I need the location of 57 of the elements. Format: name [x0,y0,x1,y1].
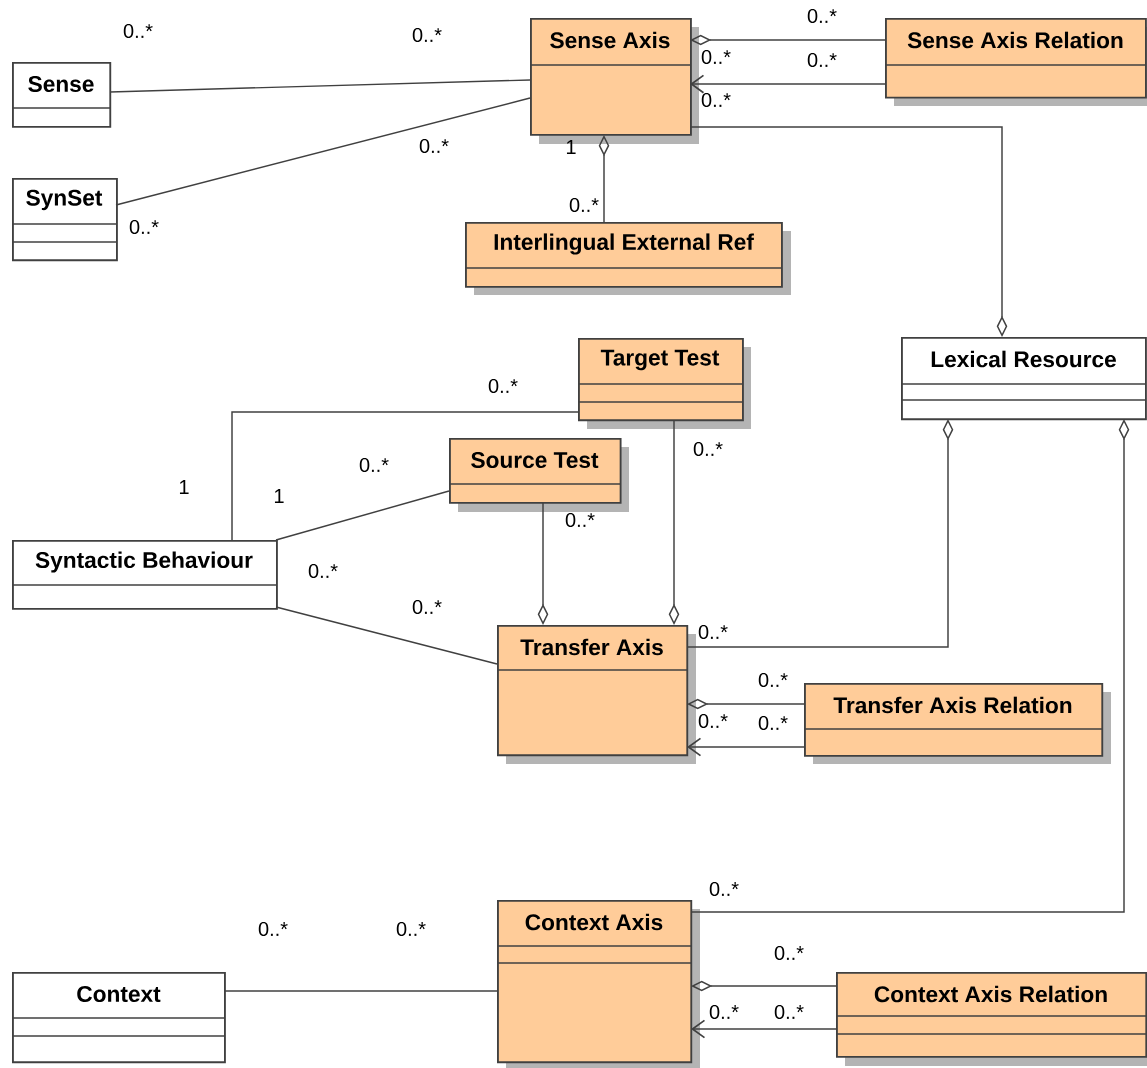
arrow [687,737,805,757]
multiplicity-label: 0..* [258,921,288,937]
multiplicity-label: 0..* [123,23,153,39]
multiplicity-label: 0..* [758,672,788,688]
multiplicity-label: 0..* [701,49,731,65]
multiplicity-label: 0..* [698,713,728,729]
aggregation-line [690,34,886,46]
class-box: SynSet [11,178,118,262]
aggregation-line [668,419,680,625]
multiplicity-label: 0..* [569,197,599,213]
arrow [690,74,886,94]
multiplicity-label: 0..* [396,921,426,937]
multiplicity-label: 0..* [774,1004,804,1020]
multiplicity-label: 0..* [412,599,442,615]
class-box: Transfer Axis [496,625,696,764]
multiplicity-label: 0..* [693,441,723,457]
multiplicity-label: 0..* [758,715,788,731]
multiplicity-label: 0..* [807,52,837,68]
class-box: Source Test [448,438,629,512]
multiplicity-label: 1 [179,480,189,494]
class-box: Context Axis Relation [835,972,1147,1066]
class-box: Transfer Axis Relation [803,683,1111,764]
multiplicity-label: 0..* [488,378,518,394]
multiplicity-label: 0..* [807,8,837,24]
multiplicity-label: 0..* [359,457,389,473]
class-box: Lexical Resource [900,337,1147,421]
class-box: Sense Axis Relation [884,18,1147,106]
aggregation-line [537,502,549,625]
association-line [275,490,450,541]
multiplicity-label: 0..* [698,624,728,640]
aggregation-line [686,419,954,648]
multiplicity-label: 1 [274,489,284,503]
aggregation-line [689,126,1008,337]
class-box: Syntactic Behaviour [11,540,278,610]
aggregation-line [598,135,610,223]
class-box: Sense [11,62,112,128]
multiplicity-label: 0..* [129,219,159,235]
aggregation-line [691,980,837,992]
association-line [115,97,531,206]
class-box: Interlingual External Ref [464,222,791,295]
association-line [275,606,498,665]
class-box: Context Axis [496,900,700,1068]
multiplicity-label: 0..* [709,1004,739,1020]
class-box: Context [11,972,226,1064]
multiplicity-label: 0..* [419,138,449,154]
multiplicity-label: 0..* [709,881,739,897]
multiplicity-label: 0..* [701,92,731,108]
association-line [109,79,531,93]
aggregation-line [687,698,805,710]
association-line [231,411,579,541]
multiplicity-label: 0..* [308,563,338,579]
aggregation-line [690,419,1130,913]
association-line [224,990,498,992]
class-box: Target Test [577,338,751,429]
arrow [691,1019,837,1039]
multiplicity-label: 0..* [412,27,442,43]
multiplicity-label: 0..* [774,945,804,961]
